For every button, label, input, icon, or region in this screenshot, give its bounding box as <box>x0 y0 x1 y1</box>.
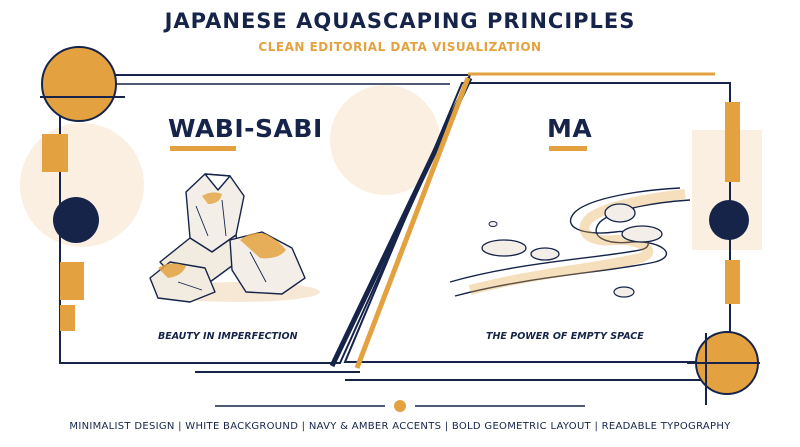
wabi-sabi-underline <box>170 146 236 151</box>
amber-bar-left-top <box>42 134 68 172</box>
wabi-sabi-title: WABI-SABI <box>168 114 323 143</box>
navy-circle-left <box>53 197 99 243</box>
background-circle-top <box>330 85 440 195</box>
ma-title: MA <box>547 114 593 143</box>
amber-circle-top-left <box>41 46 117 122</box>
weathered-rock-illustration <box>149 173 320 303</box>
stones-path-illustration <box>449 187 691 298</box>
page-title: JAPANESE AQUASCAPING PRINCIPLES <box>164 9 636 33</box>
footer-dot <box>394 400 406 412</box>
footer-text: MINIMALIST DESIGN | WHITE BACKGROUND | N… <box>69 421 731 432</box>
wabi-sabi-caption: BEAUTY IN IMPERFECTION <box>158 331 298 342</box>
ma-underline <box>549 146 587 151</box>
ma-caption: THE POWER OF EMPTY SPACE <box>486 331 644 342</box>
navy-circle-right <box>709 200 749 240</box>
page-subtitle: CLEAN EDITORIAL DATA VISUALIZATION <box>258 40 542 54</box>
amber-bar-right-top <box>725 102 740 182</box>
amber-bar-left-bottom <box>60 262 84 300</box>
right-panel-amber-edge <box>354 77 471 369</box>
amber-bar-right-mid <box>725 260 740 304</box>
